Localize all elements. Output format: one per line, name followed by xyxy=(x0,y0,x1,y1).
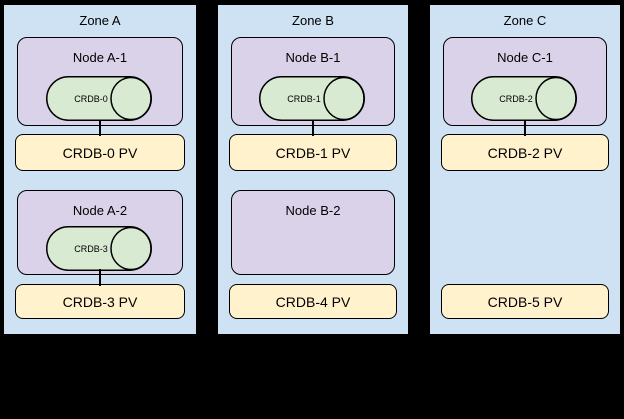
cylinder-label: CRDB-1 xyxy=(287,93,321,104)
zone-b-box: Zone B Node B-1 CRDB-1 CRDB-1 PV Node B-… xyxy=(216,3,410,336)
pv-box-crdb1: CRDB-1 PV xyxy=(229,134,397,171)
node-box-a2: Node A-2 CRDB-3 xyxy=(17,190,183,275)
pv-label: CRDB-0 PV xyxy=(62,144,138,161)
connector-line xyxy=(524,120,526,136)
database-cylinder-crdb1: CRDB-1 xyxy=(259,76,365,121)
pv-box-crdb2: CRDB-2 PV xyxy=(441,134,609,171)
database-cylinder-crdb0: CRDB-0 xyxy=(46,76,152,121)
cylinder-label: CRDB-3 xyxy=(74,243,108,254)
pv-box-crdb4: CRDB-4 PV xyxy=(229,284,397,319)
zone-title: Zone C xyxy=(503,13,547,28)
pv-label: CRDB-5 PV xyxy=(487,293,563,310)
pv-label: CRDB-3 PV xyxy=(62,293,138,310)
database-cylinder-crdb3: CRDB-3 xyxy=(46,226,152,271)
cylinder-label: CRDB-0 xyxy=(74,93,108,104)
node-title: Node C-1 xyxy=(497,50,553,65)
cylinder-label: CRDB-2 xyxy=(499,93,533,104)
zone-title: Zone A xyxy=(79,13,121,28)
pv-box-crdb3: CRDB-3 PV xyxy=(15,284,185,319)
pv-box-crdb0: CRDB-0 PV xyxy=(15,134,185,171)
node-box-b2: Node B-2 xyxy=(231,190,395,275)
connector-line xyxy=(99,269,101,286)
node-title: Node B-1 xyxy=(285,50,341,65)
database-cylinder-crdb2: CRDB-2 xyxy=(471,76,577,121)
zone-c-box: Zone C Node C-1 CRDB-2 CRDB-2 PV CRDB-5 … xyxy=(428,3,622,336)
node-title: Node A-1 xyxy=(72,50,128,65)
zone-title: Zone B xyxy=(292,13,334,28)
node-box-b1: Node B-1 CRDB-1 xyxy=(231,37,395,126)
pv-box-crdb5: CRDB-5 PV xyxy=(441,284,609,319)
cylinder-shape-icon xyxy=(46,226,152,271)
zone-a-box: Zone A Node A-1 CRDB-0 CRDB-0 PV Node A-… xyxy=(2,3,198,336)
node-title: Node A-2 xyxy=(72,203,128,218)
connector-line xyxy=(99,120,101,136)
connector-line xyxy=(312,120,314,136)
pv-label: CRDB-2 PV xyxy=(487,144,563,161)
pv-label: CRDB-4 PV xyxy=(275,293,351,310)
node-box-a1: Node A-1 CRDB-0 xyxy=(17,37,183,126)
cylinder-shape-icon xyxy=(471,76,577,121)
node-title: Node B-2 xyxy=(285,203,341,218)
pv-label: CRDB-1 PV xyxy=(275,144,351,161)
cylinder-shape-icon xyxy=(46,76,152,121)
node-box-c1: Node C-1 CRDB-2 xyxy=(443,37,607,126)
